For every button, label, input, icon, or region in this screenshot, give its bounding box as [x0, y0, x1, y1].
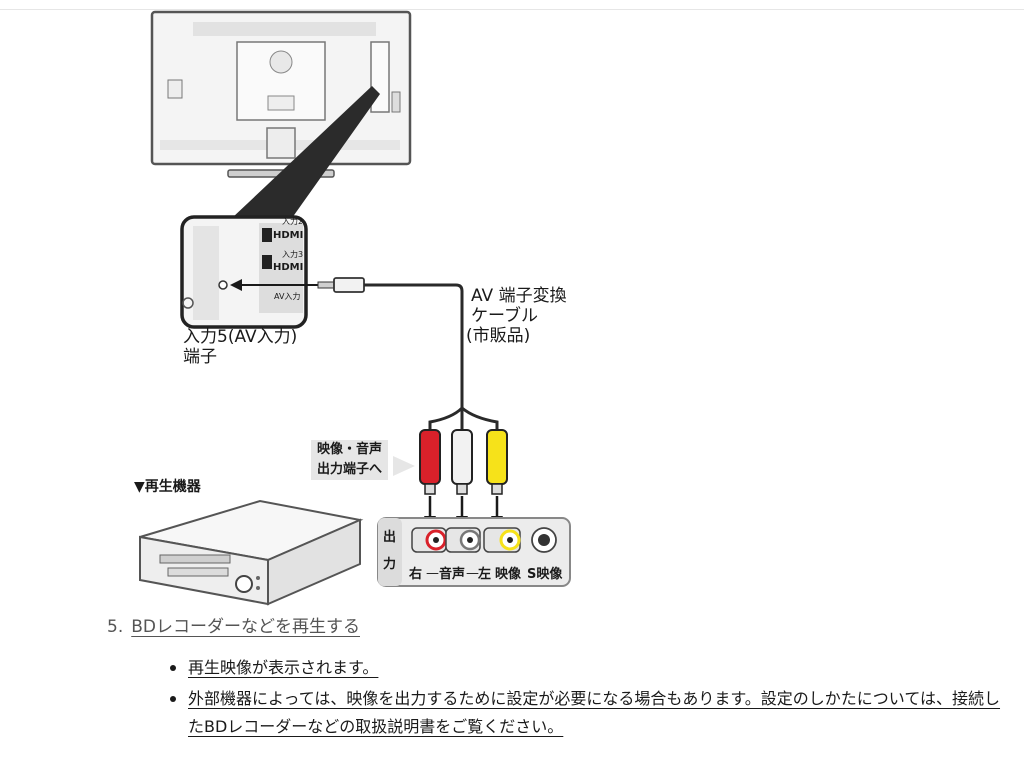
mini-plug: [317, 277, 365, 293]
port-label-line1: 入力5(AV入力): [183, 327, 298, 347]
cable-label-line3: (市販品): [466, 326, 531, 346]
output-note-line1: 映像・音声: [311, 440, 389, 460]
jack-video-label: 映像: [495, 567, 522, 582]
jack-audio-label: 音声: [439, 567, 466, 582]
rca-plug-white: [451, 429, 473, 495]
step-number: 5.: [107, 617, 124, 637]
connection-diagram: HDMI HDMI 入力2 入力3 AV入力 AV 端子変換 ケーブル (市販品…: [134, 10, 571, 606]
hdmi-label-2: HDMI: [273, 262, 304, 273]
top-divider: [0, 0, 1024, 10]
output-note: 映像・音声 出力端子へ: [311, 440, 389, 480]
step-5-notes: 再生映像が表示されます。 外部機器によっては、映像を出力するために設定が必要にな…: [168, 654, 1008, 744]
jack-dash-1: —: [426, 566, 439, 581]
jack-dash-2: —: [466, 566, 479, 581]
cable-label-line2: ケーブル: [471, 306, 538, 326]
note-text-1[interactable]: 再生映像が表示されます。: [188, 658, 379, 677]
output-panel: [377, 517, 571, 587]
hdmi-label-1: HDMI: [273, 230, 304, 241]
jack-right-label: 右: [409, 567, 423, 582]
playback-device-illustration: [139, 499, 364, 606]
terminal-closeup: [180, 215, 308, 329]
rca-plug-yellow: [486, 429, 508, 495]
rca-plug-red: [419, 429, 441, 495]
jack-left-label: 左: [478, 567, 492, 582]
port-label-line2: 端子: [183, 347, 217, 367]
note-text-2[interactable]: 外部機器によっては、映像を出力するために設定が必要になる場合もあります。設定のし…: [188, 689, 1001, 736]
tv-input2-label: 入力2: [282, 217, 304, 226]
device-heading: ▼再生機器: [134, 479, 201, 495]
panel-side-label-1: 出: [383, 530, 397, 545]
step-5: 5. BDレコーダーなどを再生する: [107, 616, 360, 638]
cable-label-line1: AV 端子変換: [471, 286, 567, 306]
zoom-wedge: [232, 86, 380, 218]
panel-side-label-2: 力: [383, 557, 397, 572]
tv-input3-label: 入力3: [282, 250, 304, 259]
output-note-line2: 出力端子へ: [311, 460, 389, 480]
jack-svideo-label: S映像: [527, 567, 563, 582]
list-item: 再生映像が表示されます。: [168, 654, 1008, 682]
diagram-illustration: [139, 10, 571, 606]
step-5-link[interactable]: BDレコーダーなどを再生する: [131, 617, 360, 637]
list-item: 外部機器によっては、映像を出力するために設定が必要になる場合もあります。設定のし…: [168, 685, 1008, 741]
tv-av-input-label: AV入力: [274, 292, 301, 301]
